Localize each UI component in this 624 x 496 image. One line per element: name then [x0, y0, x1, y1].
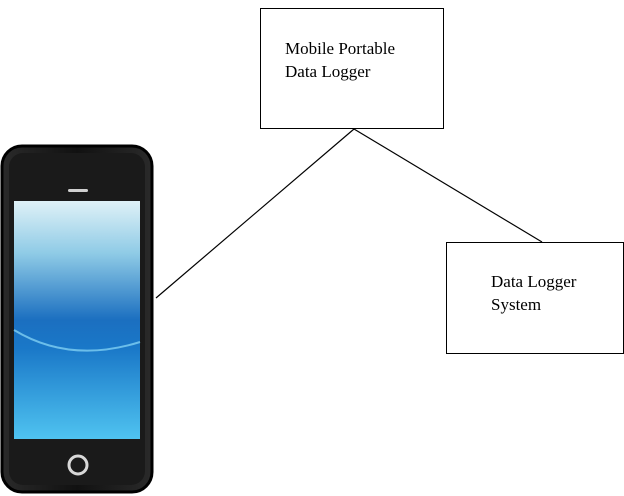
phone-speaker: [68, 189, 88, 192]
mobile-portable-data-logger-line-1: Mobile Portable: [285, 39, 396, 58]
mobile-portable-data-logger-box: Mobile Portable Data Logger: [260, 8, 444, 129]
phone-home-button: [67, 454, 89, 476]
data-logger-system-box: Data Logger System: [446, 242, 624, 354]
phone-screen-wave: [13, 329, 141, 352]
mobile-portable-data-logger-line-2: Data Logger: [285, 62, 371, 81]
phone-screen: [14, 201, 140, 439]
smartphone-icon: [0, 144, 154, 494]
edge-logger-to-phone: [155, 128, 355, 299]
edge-logger-to-system: [353, 128, 543, 243]
data-logger-system-line-2: System: [491, 295, 542, 314]
data-logger-system-line-1: Data Logger: [491, 272, 577, 291]
